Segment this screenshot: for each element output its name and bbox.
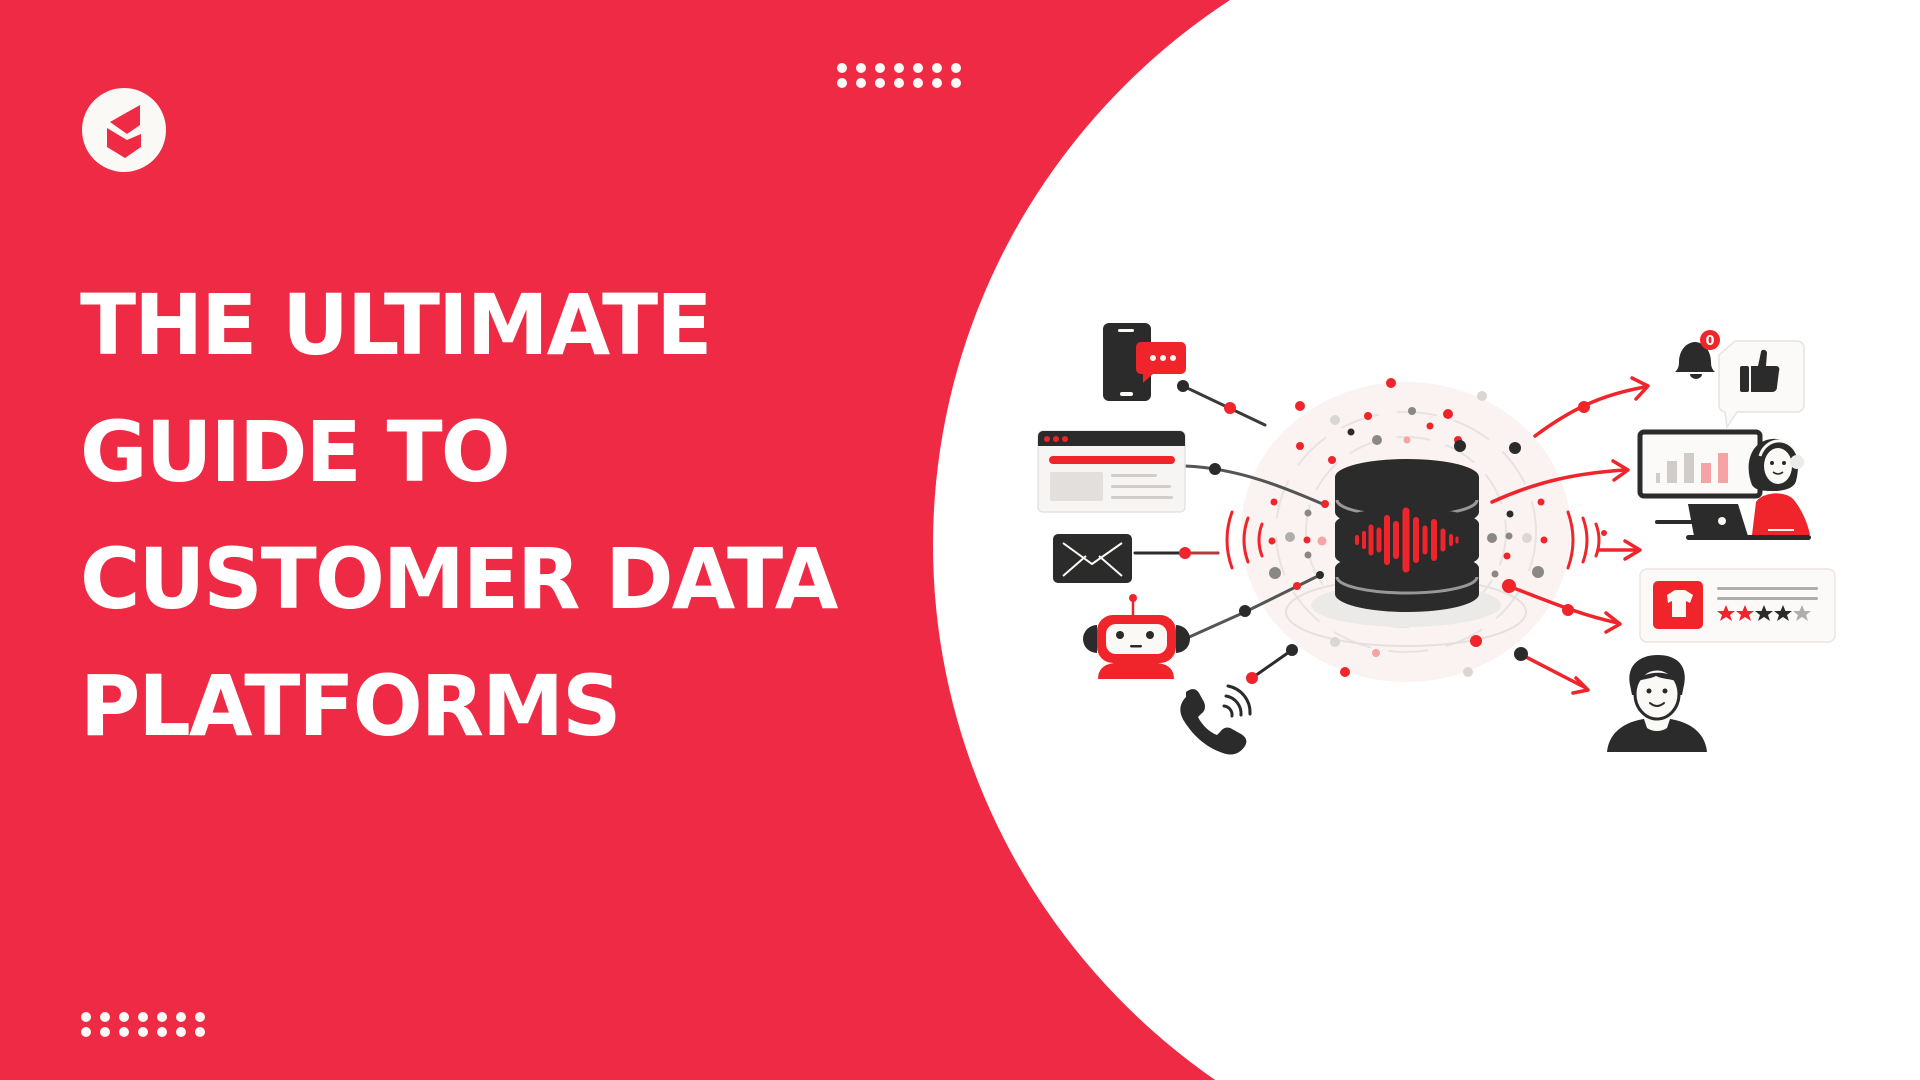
- source-connectors: [1133, 380, 1329, 684]
- robot-icon: [1083, 594, 1190, 679]
- product-rating-card-icon: [1639, 568, 1836, 643]
- signal-arcs: [1225, 510, 1601, 570]
- browser-window-icon: [1037, 430, 1186, 513]
- brand-logo: [82, 88, 166, 172]
- title-line-4: PLATFORMS: [80, 657, 621, 755]
- decorative-dots-top: [837, 63, 961, 88]
- database-icon: [1335, 459, 1479, 612]
- decorative-dots-bottom: [81, 1012, 205, 1037]
- title-line-1: THE ULTIMATE: [80, 276, 712, 374]
- data-particles: [1268, 378, 1548, 677]
- phone-call-icon: [1180, 684, 1252, 755]
- bell-thumbs-up-icon: 0: [1675, 330, 1805, 430]
- output-arrows: [1490, 376, 1650, 695]
- rating-stars: [1717, 605, 1811, 621]
- customer-avatar-icon: [1607, 655, 1707, 752]
- page-title: THE ULTIMATE GUIDE TO CUSTOMER DATA PLAT…: [80, 262, 852, 770]
- sound-wave-icon: [1355, 507, 1459, 573]
- notification-badge: 0: [1705, 334, 1714, 349]
- title-line-3: CUSTOMER DATA: [80, 530, 838, 628]
- support-agent-dashboard-icon: [1637, 429, 1811, 540]
- envelope-icon: [1053, 534, 1132, 583]
- smartphone-chat-icon: [1103, 323, 1186, 401]
- brand-logo-icon: [107, 105, 141, 158]
- title-line-2: GUIDE TO: [80, 403, 511, 501]
